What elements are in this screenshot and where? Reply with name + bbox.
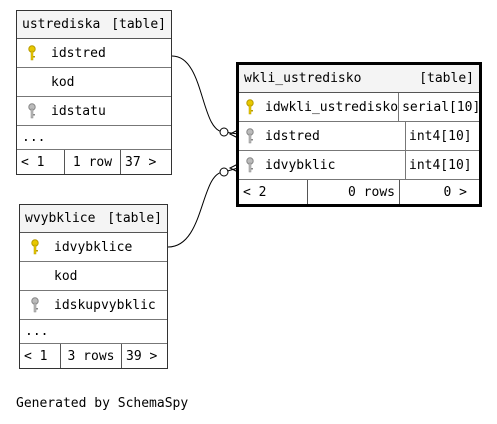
relationship-crowfoot [228,129,239,139]
relationship-optional-marker [219,167,229,177]
foreign-key-icon [239,151,261,179]
table-kind: [table] [111,17,166,32]
column-name: kod [54,268,78,284]
primary-key-icon [239,93,261,121]
foreign-key-icon [239,122,261,150]
row-count: 3 rows [60,344,121,368]
column-type: serial[10] [402,99,481,115]
column-name: idwkli_ustredisko [261,93,400,121]
table-footer: < 2 0 rows 0 > [239,180,479,204]
foreign-key-icon [17,97,47,125]
parent-count[interactable]: < 1 [21,154,45,170]
child-count[interactable]: 0 > [399,180,479,204]
primary-key-icon [17,39,47,67]
table-name: wkli_ustredisko [244,71,362,86]
table-header[interactable]: wkli_ustredisko [table] [239,65,479,93]
primary-key-icon [20,233,50,261]
table-wkli-ustredisko[interactable]: wkli_ustredisko [table] idwkli_ustredisk… [236,62,482,207]
child-count[interactable]: 39 > [121,344,167,368]
table-ustrediska[interactable]: ustrediska [table] idstred kod idstatu .… [16,10,172,175]
relationship-optional-marker [219,127,229,137]
child-count[interactable]: 37 > [120,150,171,174]
column-name: idstatu [51,103,106,119]
column-row[interactable]: idstred [17,39,171,68]
row-count: 0 rows [307,180,399,204]
more-columns: ... [20,320,167,344]
table-footer: < 1 3 rows 39 > [20,344,167,368]
more-columns: ... [17,126,171,150]
column-name: idstred [51,45,106,61]
relationship-crowfoot [228,163,239,173]
table-name: wvybklice [25,211,96,226]
column-row[interactable]: kod [20,262,167,291]
column-row[interactable]: idstatu [17,97,171,126]
table-header[interactable]: wvybklice [table] [20,205,167,233]
relationship-line-idstred [171,55,239,135]
column-name: idstred [261,122,406,150]
column-name: idskupvybklic [54,297,156,313]
table-footer: < 1 1 row 37 > [17,150,171,174]
foreign-key-icon [20,291,50,319]
table-kind: [table] [419,71,474,86]
parent-count[interactable]: < 1 [24,348,48,364]
column-name: idvybklice [54,239,133,255]
table-name: ustrediska [22,17,101,32]
table-header[interactable]: ustrediska [table] [17,11,171,39]
row-count: 1 row [64,150,120,174]
column-type: int4[10] [409,157,472,173]
table-kind: [table] [107,211,162,226]
table-wvybklice[interactable]: wvybklice [table] idvybklice kod idskupv… [19,204,168,369]
column-row[interactable]: idwkli_ustredisko serial[10] [239,93,481,122]
generated-by-caption: Generated by SchemaSpy [16,396,189,411]
parent-count[interactable]: < 2 [243,184,267,200]
column-row[interactable]: idstred int4[10] [239,122,479,151]
column-type: int4[10] [409,128,472,144]
column-row[interactable]: idvybklic int4[10] [239,151,479,180]
column-row[interactable]: idvybklice [20,233,167,262]
column-name: idvybklic [261,151,406,179]
column-name: kod [51,74,75,90]
relationship-line-idvybklic [167,167,239,248]
column-row[interactable]: kod [17,68,171,97]
column-row[interactable]: idskupvybklic [20,291,167,320]
